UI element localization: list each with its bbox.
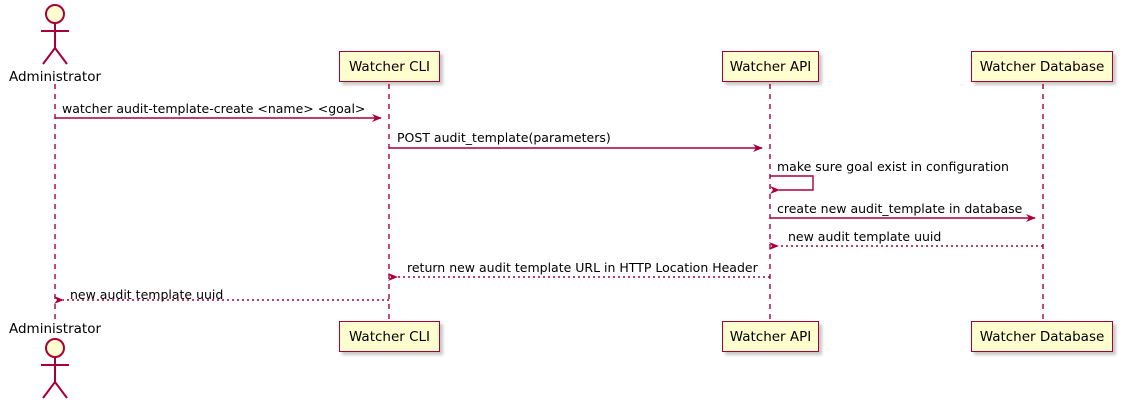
participant-box-watcher-database-bottom[interactable]: Watcher Database: [971, 321, 1113, 352]
message-label-4: create new audit_template in database: [777, 201, 1023, 216]
actor-figure-administrator-top: [41, 4, 69, 65]
message-arrow-3-self: [770, 175, 814, 194]
message-label-3: make sure goal exist in configuration: [777, 159, 1009, 174]
actor-label-administrator-bottom: Administrator: [8, 321, 102, 337]
participant-box-watcher-api-top[interactable]: Watcher API: [722, 51, 819, 82]
message-label-7: new audit template uuid: [70, 287, 224, 302]
participant-box-watcher-api-bottom[interactable]: Watcher API: [722, 321, 819, 352]
participant-box-watcher-database-top[interactable]: Watcher Database: [971, 51, 1113, 82]
message-label-6: return new audit template URL in HTTP Lo…: [407, 260, 758, 275]
actor-label-administrator-top: Administrator: [8, 69, 102, 85]
participant-box-watcher-cli-top[interactable]: Watcher CLI: [339, 51, 440, 82]
message-label-2: POST audit_template(parameters): [397, 130, 611, 145]
actor-figure-administrator-bottom: [41, 338, 69, 399]
message-label-1: watcher audit-template-create <name> <go…: [62, 101, 366, 116]
message-label-5: new audit template uuid: [788, 229, 942, 244]
participant-box-watcher-cli-bottom[interactable]: Watcher CLI: [339, 321, 440, 352]
